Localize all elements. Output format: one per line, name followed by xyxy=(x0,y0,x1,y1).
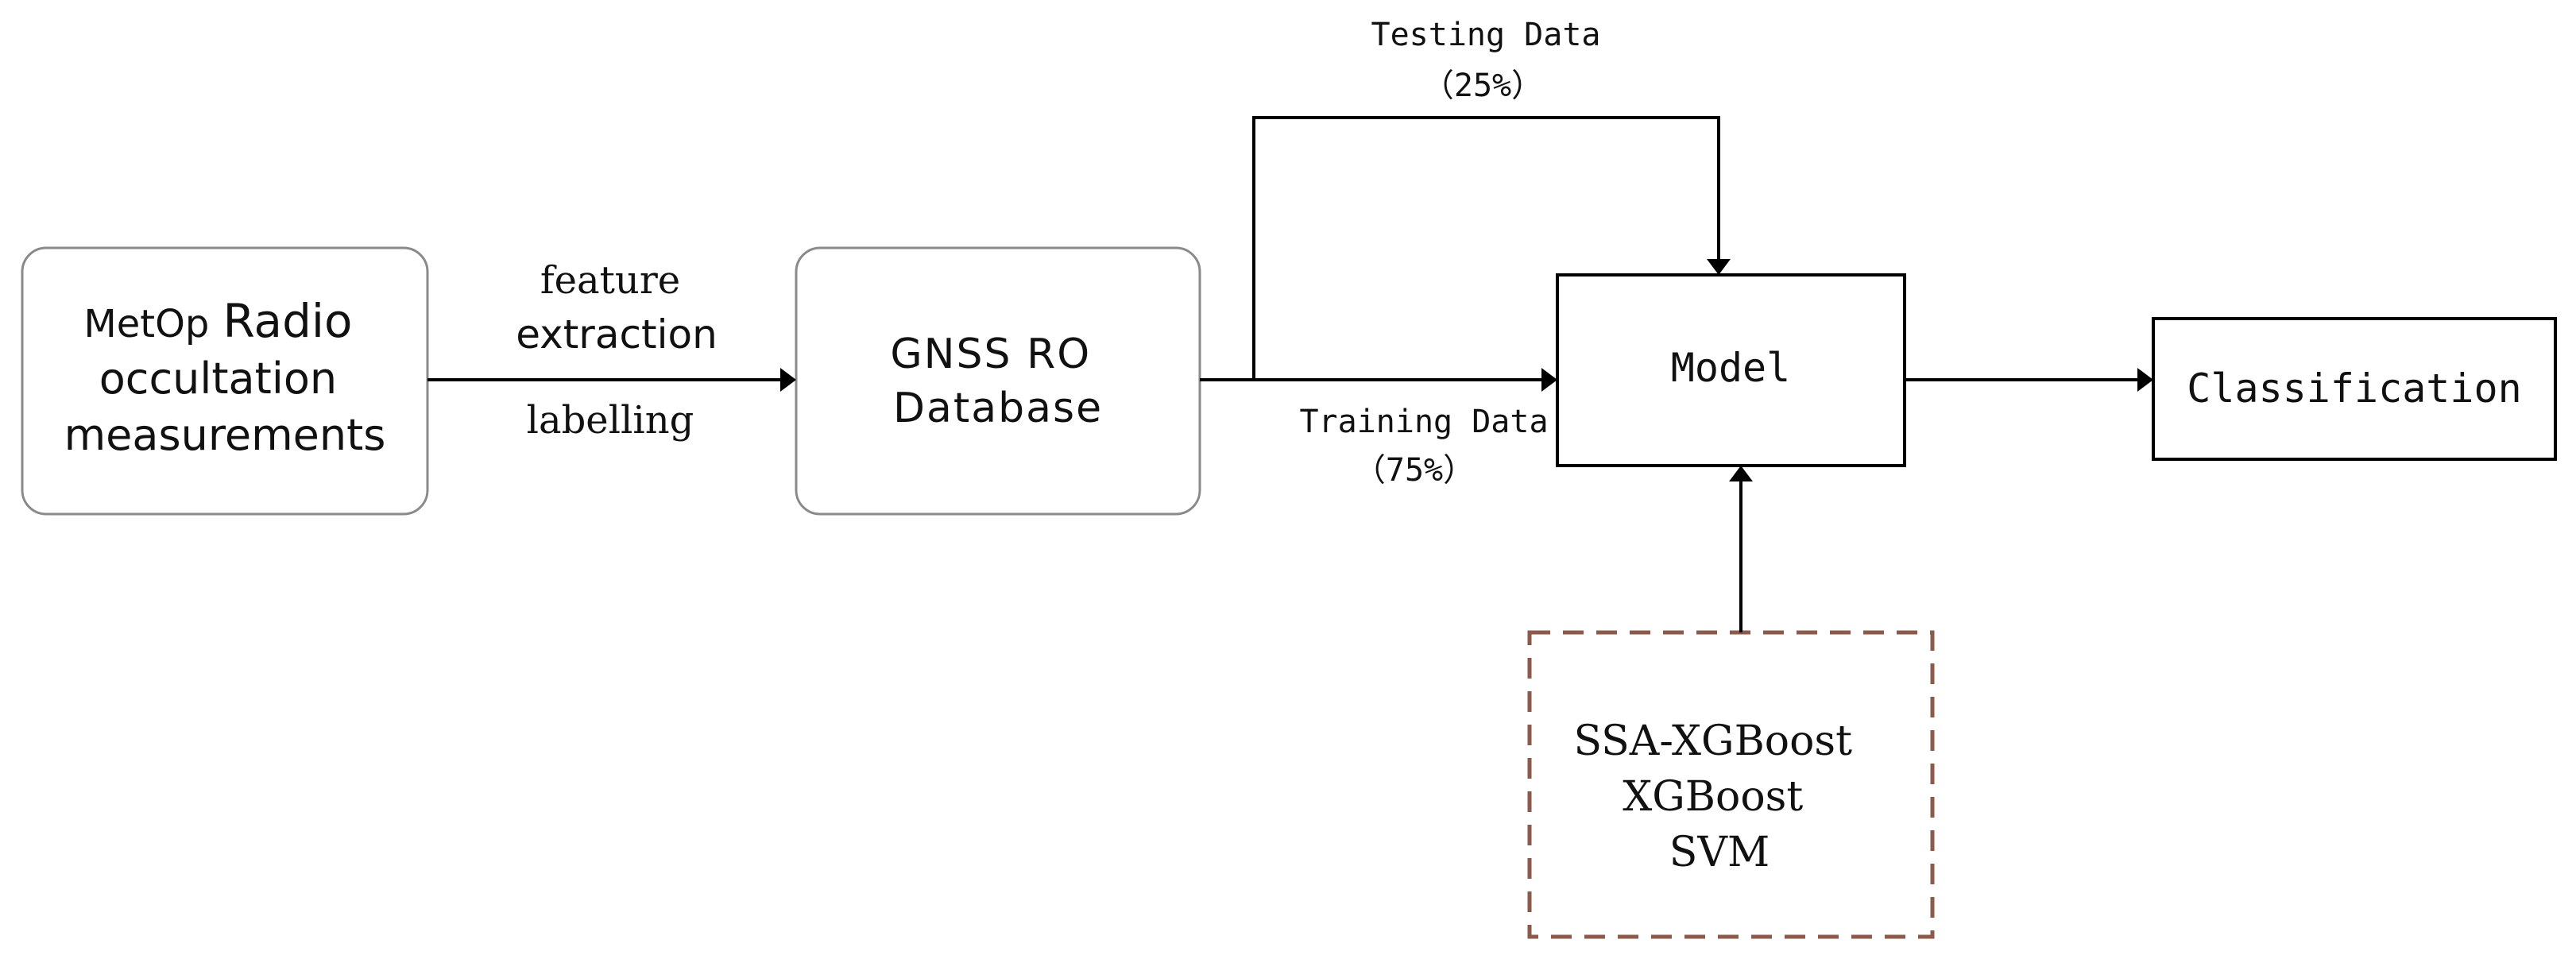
classification-edge-arrowhead xyxy=(2137,368,2153,392)
model-node-box xyxy=(1556,273,1906,467)
algorithms-item-ssa-xgboost: SSA-XGBoost xyxy=(1573,717,1852,765)
algorithms-item-svm: SVM xyxy=(1669,829,1770,876)
testing-edge-arrowhead xyxy=(1707,259,1731,275)
extraction-edge-label-bottom: labelling xyxy=(527,398,694,443)
training-edge: Training Data （75%） xyxy=(1200,368,1557,489)
database-node-label-line2: Database xyxy=(893,385,1103,432)
database-node-label: GNSS RO Database xyxy=(890,331,1105,432)
database-node-box xyxy=(795,246,1201,516)
extraction-edge-label-middle: extraction xyxy=(516,311,717,358)
source-node-label-radio: Radio xyxy=(223,294,353,348)
source-node-label-metop: MetOp xyxy=(83,302,209,346)
classification-node-box xyxy=(2152,317,2557,461)
source-node-label: MetOp Radio occultation measurements xyxy=(64,294,386,460)
testing-edge: Testing Data （25%） xyxy=(1252,17,1731,380)
extraction-edge-label-top: feature xyxy=(540,258,680,303)
algorithms-item-xgboost: XGBoost xyxy=(1623,773,1803,821)
testing-edge-line xyxy=(1252,116,1720,380)
algorithms-node-list: SSA-XGBoost XGBoost SVM xyxy=(1573,717,1865,876)
classification-node: Classification xyxy=(2152,317,2557,461)
training-edge-label: Training Data xyxy=(1299,404,1548,440)
testing-edge-label: Testing Data xyxy=(1371,17,1601,53)
training-edge-percent: （75%） xyxy=(1354,452,1475,489)
testing-edge-percent: （25%） xyxy=(1422,68,1543,104)
algorithms-edge xyxy=(1729,466,1753,632)
algorithms-node-box xyxy=(1527,630,1935,939)
source-node-label-line2: occultation xyxy=(99,354,337,404)
classification-node-label: Classification xyxy=(2187,365,2521,412)
classification-edge xyxy=(1905,368,2153,392)
database-node: GNSS RO Database xyxy=(795,246,1201,516)
extraction-edge: feature extraction labelling xyxy=(427,258,796,443)
training-edge-arrowhead xyxy=(1541,368,1557,392)
model-node: Model xyxy=(1556,273,1906,467)
source-node-label-line3: measurements xyxy=(64,410,386,460)
extraction-edge-arrowhead xyxy=(780,368,796,392)
algorithms-node: SSA-XGBoost XGBoost SVM xyxy=(1527,630,1935,939)
model-node-label: Model xyxy=(1671,345,1791,391)
algorithms-edge-arrowhead xyxy=(1729,466,1753,481)
database-node-label-line1: GNSS RO xyxy=(890,331,1091,378)
source-node: MetOp Radio occultation measurements xyxy=(21,246,429,516)
